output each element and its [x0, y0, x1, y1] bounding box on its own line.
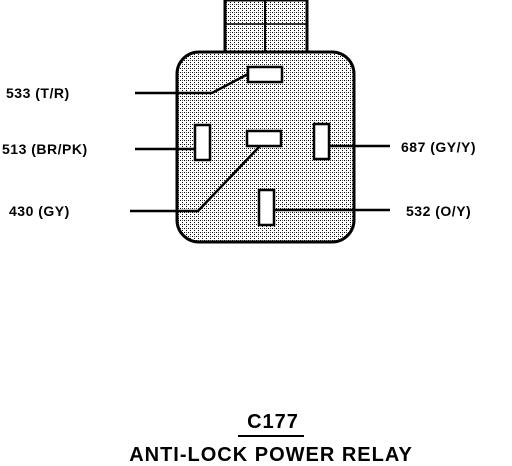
pin-label-430: 430 (GY): [9, 203, 70, 219]
connector-id: C177: [247, 411, 299, 433]
terminal-cavity-687: [312, 122, 331, 161]
pin-label-513: 513 (BR/PK): [2, 141, 88, 157]
connector-name: ANTI-LOCK POWER RELAY: [129, 444, 413, 466]
terminal-cavity-430: [245, 129, 283, 148]
pin-label-532: 532 (O/Y): [406, 203, 471, 219]
terminal-cavity-532: [257, 188, 276, 227]
pin-label-533: 533 (T/R): [6, 85, 70, 101]
terminal-cavity-533: [246, 65, 284, 84]
pin-label-687: 687 (GY/Y): [401, 139, 476, 155]
harness-stub: [223, 0, 309, 54]
terminal-cavity-513: [193, 123, 212, 162]
leader-430: [130, 145, 261, 213]
leader-533: [135, 72, 249, 95]
